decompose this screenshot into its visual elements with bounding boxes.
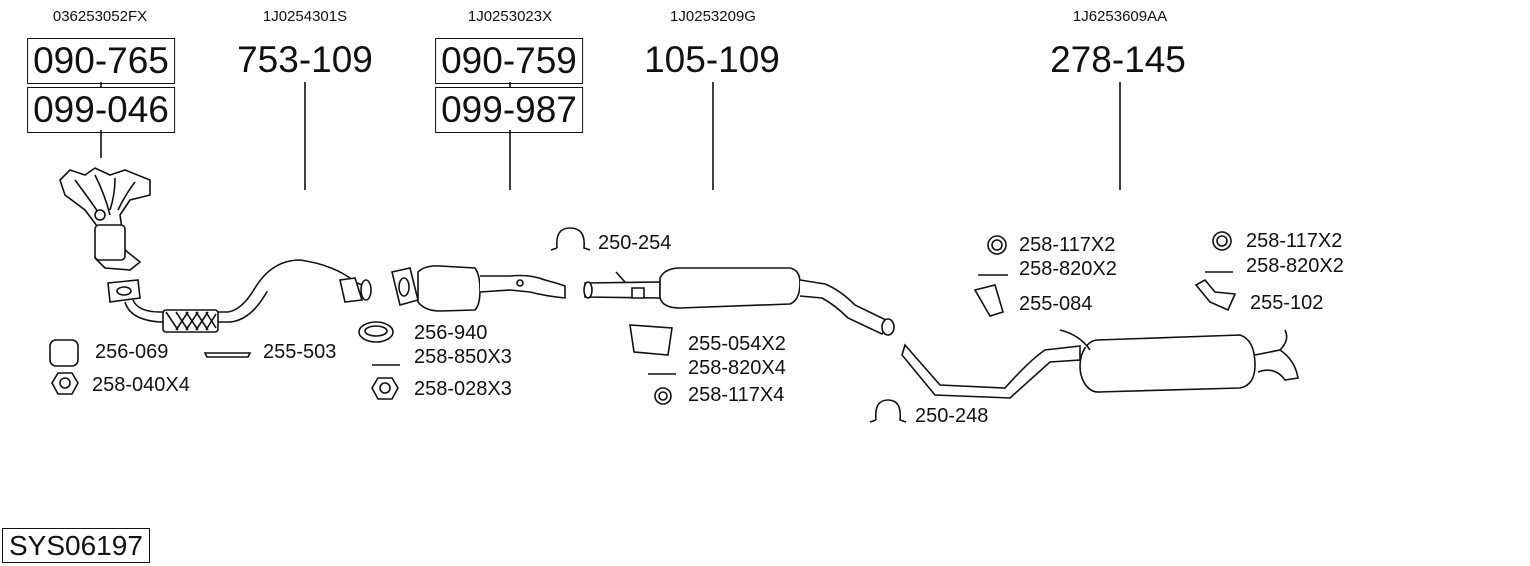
part-number-middle-silencer[interactable]: 105-109 <box>644 39 780 80</box>
system-id: SYS06197 <box>2 528 150 563</box>
oe-number-rear-silencer: 1J6253609AA <box>1072 8 1168 25</box>
fitting-label[interactable]: 258-117X4 <box>688 384 785 406</box>
fitting-label[interactable]: 258-040X4 <box>92 374 190 396</box>
part-number-catalyst-alt[interactable]: 099-987 <box>435 87 583 133</box>
part-number-manifold-alt[interactable]: 099-046 <box>27 87 175 133</box>
fitting-label[interactable]: 255-102 <box>1250 292 1324 314</box>
fitting-label[interactable]: 256-940 <box>414 322 488 344</box>
middle-silencer-drawing <box>584 268 894 335</box>
fitting-label[interactable]: 255-503 <box>263 341 337 363</box>
fitting-label[interactable]: 258-820X4 <box>688 357 786 379</box>
part-number-catalyst[interactable]: 090-759 <box>435 38 583 84</box>
part-number-rear-silencer[interactable]: 278-145 <box>1050 39 1186 80</box>
rear-silencer-drawing <box>902 330 1298 398</box>
fitting-label[interactable]: 258-117X2 <box>1019 234 1116 256</box>
exhaust-manifold-drawing <box>60 168 150 270</box>
fitting-label[interactable]: 258-850X3 <box>414 346 512 368</box>
part-number-front-pipe[interactable]: 753-109 <box>237 39 373 80</box>
catalytic-converter-drawing <box>392 266 565 311</box>
fitting-label[interactable]: 258-820X2 <box>1246 255 1344 277</box>
part-number-manifold[interactable]: 090-765 <box>27 38 175 84</box>
fitting-label[interactable]: 250-248 <box>915 405 989 427</box>
oe-number-front-pipe: 1J0254301S <box>262 8 348 25</box>
hanger-255-084-icon <box>975 285 1003 316</box>
fitting-label[interactable]: 258-117X2 <box>1246 230 1343 252</box>
bracket-255-503-icon <box>205 353 250 357</box>
fitting-label[interactable]: 255-084 <box>1019 293 1093 315</box>
gasket-256-069-icon <box>50 340 78 366</box>
clamp-250-248-icon <box>870 400 906 422</box>
leader-lines <box>101 82 1120 190</box>
oe-number-manifold: 036253052FX <box>52 8 148 25</box>
fitting-label[interactable]: 255-054X2 <box>688 333 786 355</box>
oe-number-middle-silencer: 1J0253209G <box>670 8 756 25</box>
bracket-255-102-icon <box>1196 280 1235 310</box>
fitting-label[interactable]: 258-028X3 <box>414 378 512 400</box>
clamp-250-254-icon <box>551 228 590 250</box>
fitting-label[interactable]: 258-820X2 <box>1019 258 1117 280</box>
fitting-label[interactable]: 256-069 <box>95 341 169 363</box>
oe-number-catalyst: 1J0253023X <box>467 8 553 25</box>
fitting-label[interactable]: 250-254 <box>598 232 672 254</box>
hanger-255-054-icon <box>630 325 672 355</box>
front-pipe-drawing <box>108 260 371 332</box>
fitting-icons <box>50 228 1235 422</box>
